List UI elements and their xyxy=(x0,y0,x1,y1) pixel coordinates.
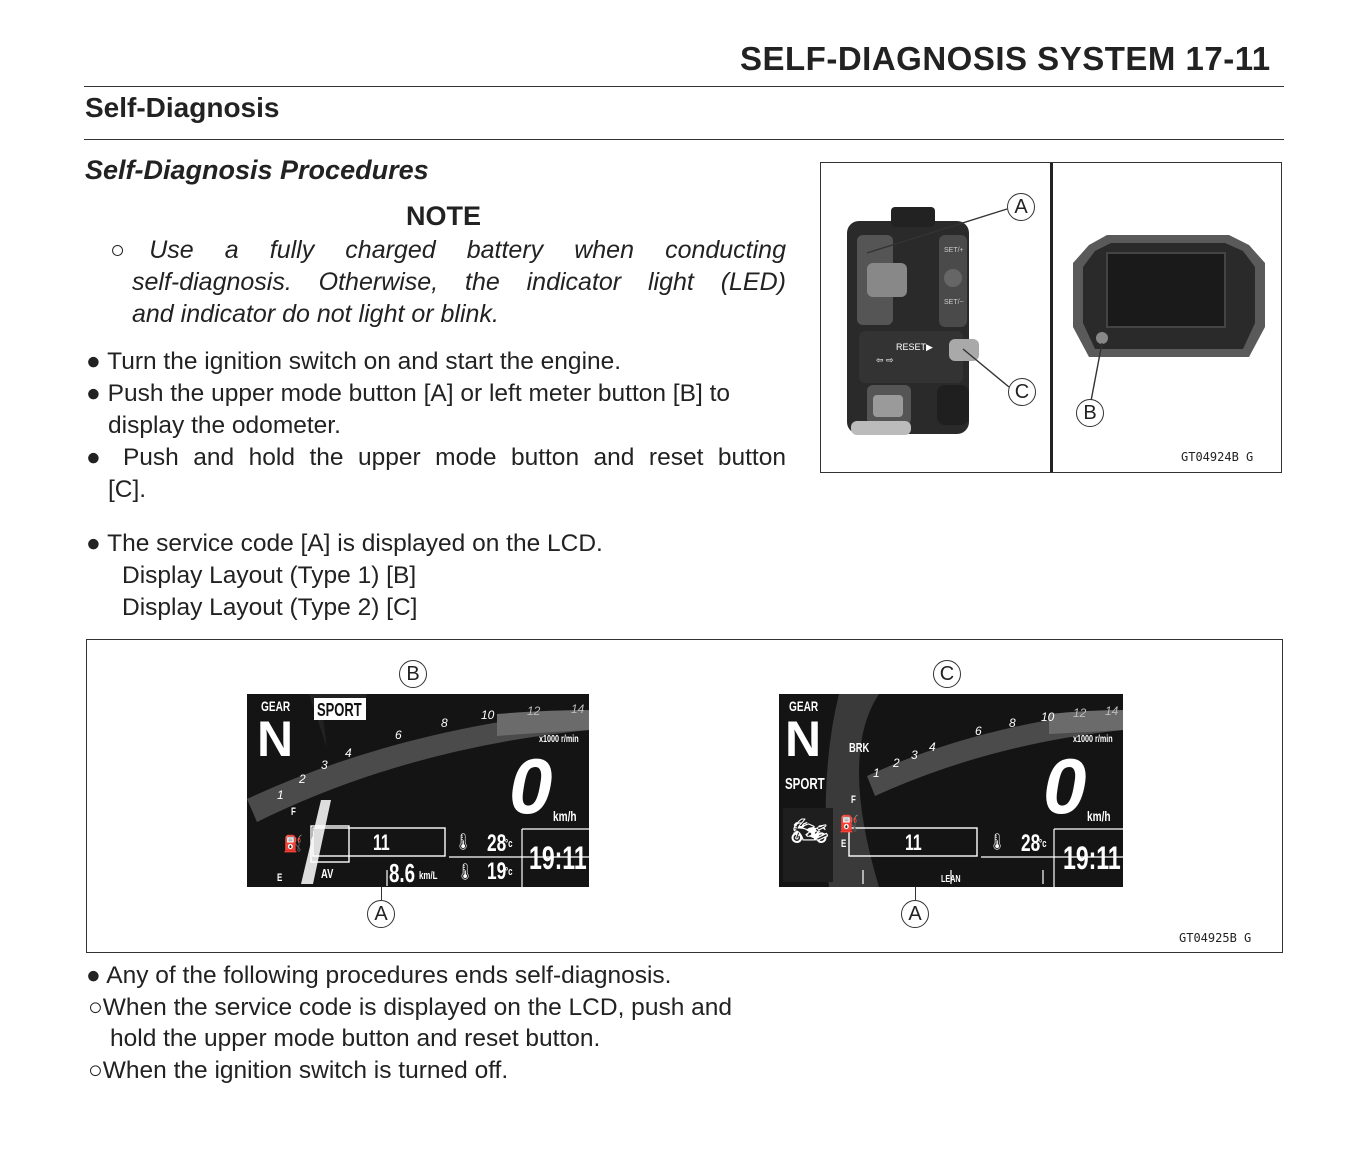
lcd-type-2: GEAR N SPORT BRK 🏍 ⛽ F E 1 2 3 4 6 8 10 … xyxy=(779,694,1123,887)
step-subtext: Display Layout (Type 2) [C] xyxy=(122,594,418,621)
closing-text: ● Any of the following procedures ends s… xyxy=(86,962,672,989)
tick-label: 10 xyxy=(1041,710,1055,724)
service-code: 11 xyxy=(905,830,922,855)
step-text: ● Push the upper mode button [A] or left… xyxy=(86,380,730,407)
arrows-label: ⇦ ⇨ xyxy=(876,355,894,365)
speed-unit: km/h xyxy=(553,808,577,824)
fuel-empty-label: E xyxy=(841,838,847,850)
tick-label: 2 xyxy=(893,756,900,770)
figure-code: GT04925B G xyxy=(1179,931,1252,945)
subsection-title: Self-Diagnosis Procedures xyxy=(85,155,429,185)
step-text: display the odometer. xyxy=(108,412,341,439)
callout-a: A xyxy=(1007,193,1035,221)
step-text: [C]. xyxy=(108,476,147,503)
callout-a: A xyxy=(367,900,395,928)
fuel-empty-label: E xyxy=(277,872,283,884)
speed-unit: km/h xyxy=(1087,808,1111,824)
tick-label: 12 xyxy=(527,704,541,718)
mode-label: SPORT xyxy=(785,776,825,793)
tick-label: 10 xyxy=(481,708,495,722)
figure-code: GT04924B G xyxy=(1181,450,1254,464)
tick-label: 4 xyxy=(345,746,352,760)
step-subtext: Display Layout (Type 1) [B] xyxy=(122,562,417,589)
tick-label: 8 xyxy=(441,716,448,730)
ambient-temp-value: 19 xyxy=(487,858,507,885)
mode-label: SPORT xyxy=(317,700,362,720)
meter-illustration xyxy=(1073,235,1265,402)
tick-label: 1 xyxy=(873,766,880,780)
temp-unit: °c xyxy=(505,838,513,850)
note-line: self-diagnosis. Otherwise, the indicator… xyxy=(132,268,786,296)
step-text: ● The service code [A] is displayed on t… xyxy=(86,530,603,557)
speed-value: 0 xyxy=(1043,742,1087,830)
coolant-temp-icon: 🌡 xyxy=(453,834,474,851)
figure-lcd-layouts: B C A A GT04925B G GEAR N SPORT 1 2 3 4 … xyxy=(86,639,1283,953)
callout-c: C xyxy=(933,660,961,688)
fuel-full-label: F xyxy=(851,794,856,806)
fuel-pump-icon: ⛽ xyxy=(283,836,303,853)
gear-indicator: N xyxy=(257,711,294,767)
tick-label: 6 xyxy=(395,728,402,742)
tick-label: 3 xyxy=(911,748,918,762)
section-title: Self-Diagnosis xyxy=(85,92,280,123)
set-plus-label: SET/+ xyxy=(944,247,964,254)
callout-c: C xyxy=(1008,378,1036,406)
mode-badge xyxy=(314,698,366,720)
av-label: AV xyxy=(321,866,334,881)
speed-value: 0 xyxy=(509,742,553,830)
clock: 19:11 xyxy=(1063,840,1121,876)
reset-label: RESET▶ xyxy=(896,342,933,352)
step-text: ● Push and hold the upper mode button an… xyxy=(86,444,786,471)
tick-label: 14 xyxy=(1105,704,1119,718)
tick-label: 8 xyxy=(1009,716,1016,730)
temp-unit: °c xyxy=(505,866,513,878)
closing-text: hold the upper mode button and reset but… xyxy=(110,1025,601,1052)
tach-arc xyxy=(783,694,1123,887)
temp-unit: °c xyxy=(1039,838,1047,850)
callout-b: B xyxy=(399,660,427,688)
tick-label: 4 xyxy=(929,740,936,754)
rpm-unit: x1000 r/min xyxy=(539,734,579,745)
note-title: NOTE xyxy=(406,201,482,231)
section-rule xyxy=(84,139,1284,140)
figure-switch-and-meter: RESET▶ ⇦ ⇨ SET/+ SET/− A C B GT04924B G xyxy=(820,162,1282,473)
fuel-full-label: F xyxy=(291,806,296,818)
coolant-temp-icon: 🌡 xyxy=(987,834,1008,851)
figure-divider xyxy=(1050,163,1053,472)
step-text: ● Turn the ignition switch on and start … xyxy=(86,348,622,375)
clock: 19:11 xyxy=(529,840,587,876)
tick-label: 6 xyxy=(975,724,982,738)
callout-b: B xyxy=(1076,399,1104,427)
callout-a: A xyxy=(901,900,929,928)
rpm-unit: x1000 r/min xyxy=(1073,734,1113,745)
motorcycle-icon: 🏍 xyxy=(791,815,830,848)
lcd-type-1: GEAR N SPORT 1 2 3 4 6 8 10 12 14 x1000 … xyxy=(247,694,589,887)
coolant-temp-value: 28 xyxy=(1021,830,1041,857)
fuel-economy-unit: km/L xyxy=(419,870,438,882)
note-line: and indicator do not light or blink. xyxy=(132,300,499,328)
fuel-pump-icon: ⛽ xyxy=(839,816,859,833)
gear-indicator: N xyxy=(785,711,822,767)
set-minus-label: SET/− xyxy=(944,299,964,306)
tick-label: 3 xyxy=(321,758,328,772)
handlebar-switch-illustration xyxy=(847,207,1010,435)
tick-label: 12 xyxy=(1073,706,1087,720)
coolant-temp-value: 28 xyxy=(487,830,507,857)
tick-label: 14 xyxy=(571,702,585,716)
service-code: 11 xyxy=(373,830,390,855)
gear-label: GEAR xyxy=(261,698,291,714)
chapter-title: SELF-DIAGNOSIS SYSTEM 17-11 xyxy=(740,40,1271,77)
closing-text: ○When the service code is displayed on t… xyxy=(88,994,732,1021)
closing-text: ○When the ignition switch is turned off. xyxy=(88,1057,509,1084)
fuel-economy-value: 8.6 xyxy=(389,858,416,887)
lean-label: LEAN xyxy=(941,874,961,885)
tick-label: 1 xyxy=(277,788,284,802)
gear-label: GEAR xyxy=(789,698,819,714)
tick-label: 2 xyxy=(299,772,306,786)
thermometer-icon: 🌡 xyxy=(455,864,476,881)
note-line: ○Use a fully charged battery when conduc… xyxy=(110,236,786,264)
brake-label: BRK xyxy=(849,740,870,755)
header-rule xyxy=(84,86,1284,87)
